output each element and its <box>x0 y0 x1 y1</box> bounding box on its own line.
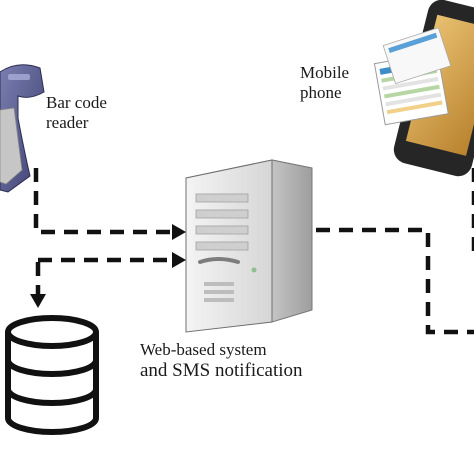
arrowhead-to-database <box>30 294 46 308</box>
server-tower-icon <box>185 159 313 333</box>
mobile-phone-label-line1: Mobile <box>300 63 350 82</box>
connectors <box>33 168 474 335</box>
arrowheads <box>30 224 186 308</box>
barcode-reader-label: Bar code reader <box>46 93 107 132</box>
barcode-reader-label-line2: reader <box>46 112 89 132</box>
mobile-phone-icon <box>373 0 474 177</box>
connector-server-to-phone <box>316 227 474 335</box>
barcode-scanner-icon <box>0 64 45 193</box>
database-icon <box>5 315 99 435</box>
mobile-phone-label-line2: phone <box>300 82 342 102</box>
server-label: Web-based system and SMS notification <box>140 340 303 381</box>
arrowhead-to-server-upper <box>172 224 186 240</box>
mobile-phone-label: Mobile phone <box>300 63 349 102</box>
arrowhead-to-server-lower <box>172 252 186 268</box>
server-label-line2: and SMS notification <box>140 359 303 381</box>
connector-scanner-to-server <box>33 168 172 235</box>
server-label-line1: Web-based system <box>140 340 267 359</box>
barcode-reader-label-line1: Bar code <box>46 93 107 112</box>
